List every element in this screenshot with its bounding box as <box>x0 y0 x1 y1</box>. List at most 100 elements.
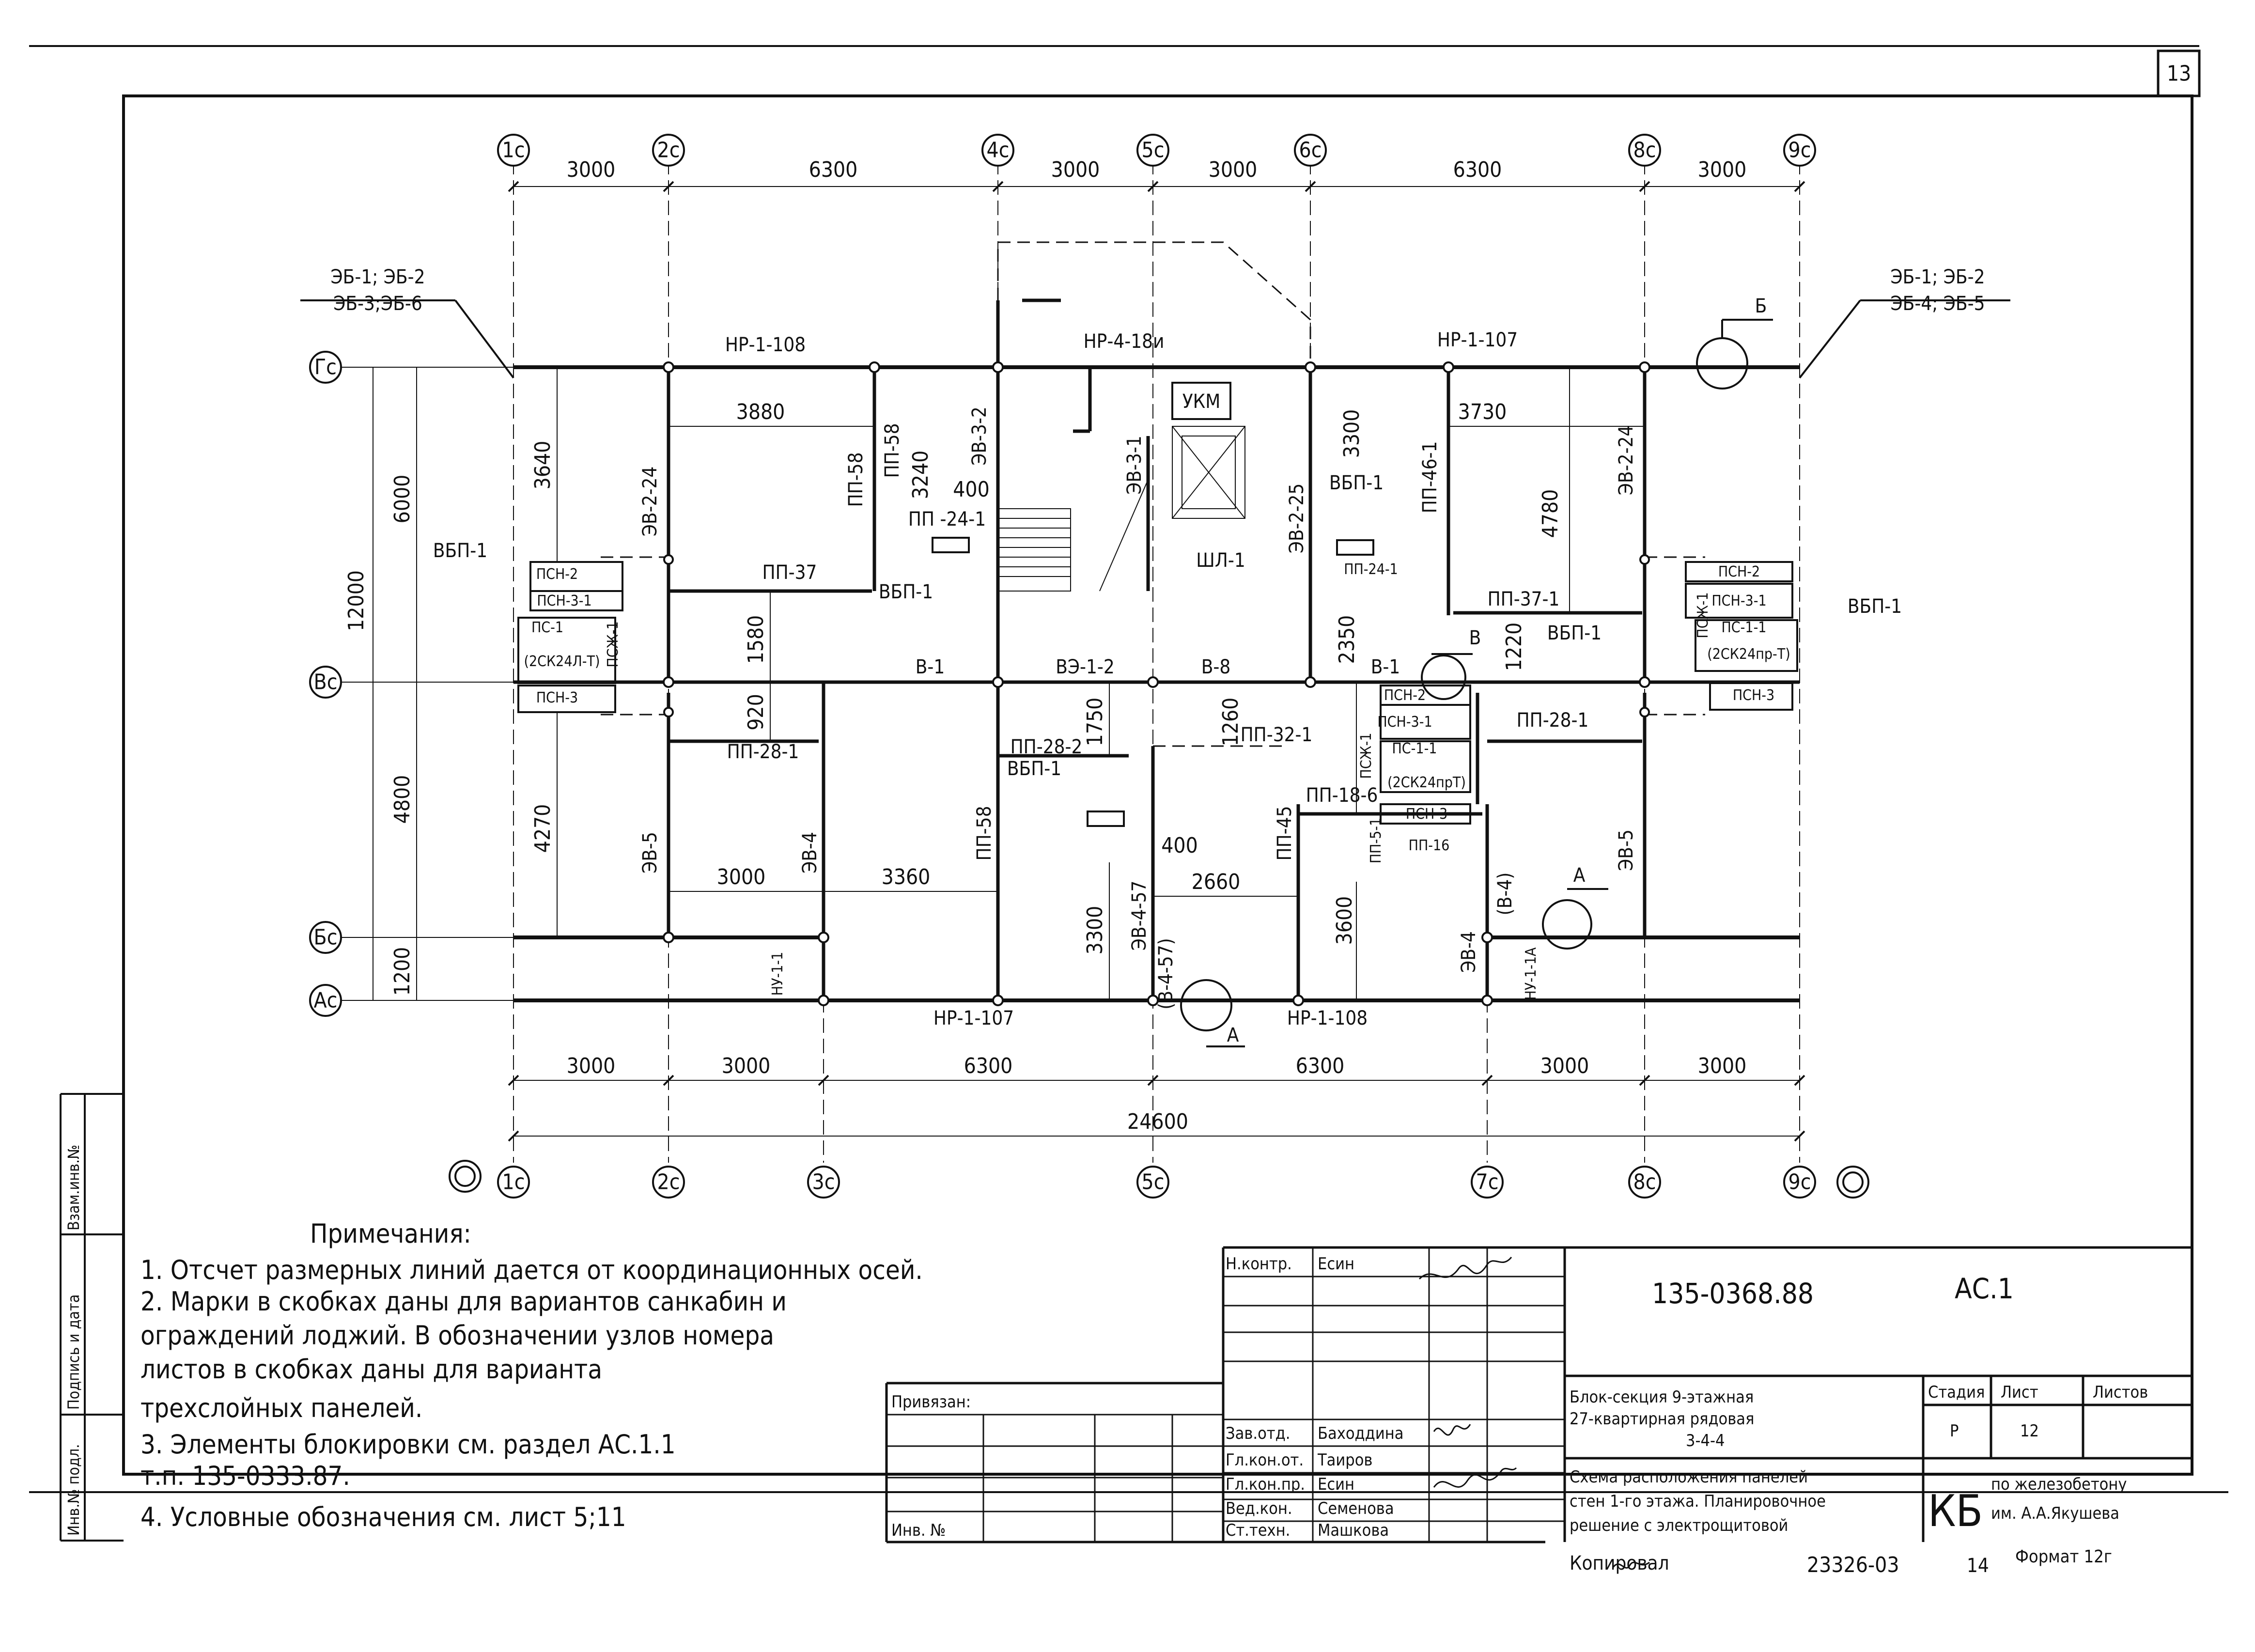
wall-mark: НР-1-108 <box>1287 1007 1368 1029</box>
org-line: им. А.А.Якушева <box>1991 1504 2119 1523</box>
wall-mark: ЭВ-4-57 <box>1128 881 1151 951</box>
axis-bubbles-bottom: 1c 2c 3c 5c 7c 8c 9c <box>502 1170 1811 1195</box>
panel-mark: ПСН-3 <box>1733 687 1774 704</box>
axis-label: Вс <box>314 670 338 695</box>
eb-label: ЭБ-4; ЭБ-5 <box>1891 293 1985 315</box>
dimension-label: 3000 <box>1698 157 1747 182</box>
vbp-label: ВБП-1 <box>433 540 487 562</box>
dimension-label: 6000 <box>390 475 415 524</box>
partition-mark: ПП-28-1 <box>727 741 799 763</box>
dimension-label: 1220 <box>1502 623 1526 671</box>
doc-section: АС.1 <box>1955 1272 2014 1305</box>
axis-label: Гс <box>314 355 337 380</box>
org-line: по железобетону <box>1991 1475 2127 1494</box>
dimension-label: 3300 <box>1339 409 1364 458</box>
privyazan-label: Привязан: <box>891 1392 971 1412</box>
doc-code: 135-0368.88 <box>1652 1277 1814 1310</box>
panel-mark: ПСН-3-1 <box>537 592 591 609</box>
axis-label: 5c <box>1142 1170 1165 1195</box>
name: Баходдина <box>1318 1424 1403 1443</box>
wall-mark: ЭВ-2-24 <box>639 467 661 536</box>
wall-mark: НУ-1-1А <box>1523 947 1540 1000</box>
dimension-label: 3000 <box>722 1054 771 1078</box>
axis-label: 9c <box>1788 1170 1811 1195</box>
axis-label: 2c <box>657 1170 680 1195</box>
axis-label: 2c <box>657 138 680 163</box>
vbp-label: ВБП-1 <box>1848 595 1902 618</box>
note-line: листов в скобках даны для варианта <box>140 1354 602 1385</box>
axis-label: 1c <box>502 1170 525 1195</box>
partition-mark: ПП-28-1 <box>1517 709 1589 732</box>
dimension-label: 3360 <box>882 865 931 889</box>
panel-mark: ПСН-2 <box>1384 687 1426 704</box>
node-label: В <box>1469 627 1481 649</box>
dimension-label: 1260 <box>1218 698 1243 747</box>
partition-mark: ПП-58 <box>845 452 867 507</box>
name: Таиров <box>1317 1450 1372 1470</box>
dimension-label: 12000 <box>344 570 369 631</box>
axis-label: 1c <box>502 138 525 163</box>
wall-mark: НР-1-107 <box>933 1007 1014 1029</box>
axis-label: 8c <box>1633 1170 1656 1195</box>
partition-mark: ПП-5-1 <box>1368 818 1384 863</box>
shl-label: ШЛ-1 <box>1196 549 1245 572</box>
dimension-label: 1580 <box>744 615 768 664</box>
partition-mark: ПП-45 <box>1274 806 1296 861</box>
ukm-label: УКМ <box>1182 390 1221 413</box>
axis-label: 4c <box>987 138 1010 163</box>
title-block: 135-0368.88 АС.1 Привязан: Инв. № Н.конт… <box>891 1254 2148 1577</box>
panel-mark: (2СК24прТ) <box>1387 774 1466 791</box>
wall-mark: ЭВ-5 <box>1615 829 1637 871</box>
axis-label: 5c <box>1142 138 1165 163</box>
node-label: Б <box>1755 295 1767 317</box>
wall-mark: ЭВ-4 <box>1458 931 1480 973</box>
order-number: 23326-03 <box>1807 1553 1899 1577</box>
panel-mark: ПСЖ-1 <box>605 621 622 667</box>
dimension-label: 6300 <box>1453 157 1502 182</box>
panel-marks: ЭБ-1; ЭБ-2 ЭБ-3;ЭБ-6 ЭБ-1; ЭБ-2 ЭБ-4; ЭБ… <box>331 266 1985 1046</box>
partition-mark: ПП-37 <box>762 561 817 584</box>
dimension-label: 3000 <box>567 1054 616 1078</box>
wall-mark: НР-4-18и <box>1084 330 1165 353</box>
eb-label: ЭБ-3;ЭБ-6 <box>333 293 422 315</box>
dimension-label: 3000 <box>1209 157 1258 182</box>
note-line: т.п. 135-0333.87. <box>140 1461 350 1491</box>
panel-mark: (2СК24Л-Т) <box>524 653 600 670</box>
stage-value: Р <box>1950 1421 1959 1441</box>
dimension-label: 1750 <box>1083 698 1107 747</box>
panel-mark: ПС-1-1 <box>1392 740 1437 757</box>
notes: Примечания: 1. Отсчет размерных линий да… <box>140 1218 923 1532</box>
axis-label: 8c <box>1633 138 1656 163</box>
wall-mark: ЭВ-5 <box>639 832 661 873</box>
dimension-label: 3000 <box>1540 1054 1589 1078</box>
stage-header: Стадия <box>1928 1383 1985 1402</box>
dimension-label: 3240 <box>908 451 933 499</box>
dimension-label: 3000 <box>1051 157 1100 182</box>
wall-mark: (В-4) <box>1494 873 1516 916</box>
vbp-label: ВБП-1 <box>1547 622 1602 644</box>
node-label: А <box>1573 864 1586 887</box>
panel-mark: ПСН-3-1 <box>1711 592 1766 609</box>
role: Зав.отд. <box>1226 1424 1290 1443</box>
dimension-label: 3730 <box>1458 400 1507 424</box>
partition-mark: ПП-16 <box>1409 837 1450 854</box>
note-line: 3. Элементы блокировки см. раздел АС.1.1 <box>140 1429 676 1460</box>
role: Вед.кон. <box>1226 1499 1292 1518</box>
dimension-label: 3640 <box>530 441 555 490</box>
side-stamp: Инв.№ подл. Подпись и дата Взам.инв.№ <box>64 1145 83 1536</box>
wall-mark: (В-4-57) <box>1155 938 1177 1009</box>
dimension-total: 24600 <box>1127 1109 1188 1134</box>
axis-label: 7c <box>1476 1170 1499 1195</box>
vbp-label: ВБП-1 <box>1329 472 1384 494</box>
axis-label: Бс <box>314 925 338 950</box>
dimension-label: 3880 <box>736 400 785 424</box>
dimension-label: 3000 <box>717 865 766 889</box>
panel-mark: ПСН-3-1 <box>1377 714 1432 731</box>
wall-mark: НУ-1-1 <box>769 952 786 996</box>
stamp-field: Взам.инв.№ <box>64 1145 83 1231</box>
sheets-header: Листов <box>2093 1383 2148 1402</box>
wall-mark: НР-1-107 <box>1437 329 1518 351</box>
dimension-label: 3600 <box>1332 896 1357 945</box>
dimension-label: 6300 <box>809 157 858 182</box>
